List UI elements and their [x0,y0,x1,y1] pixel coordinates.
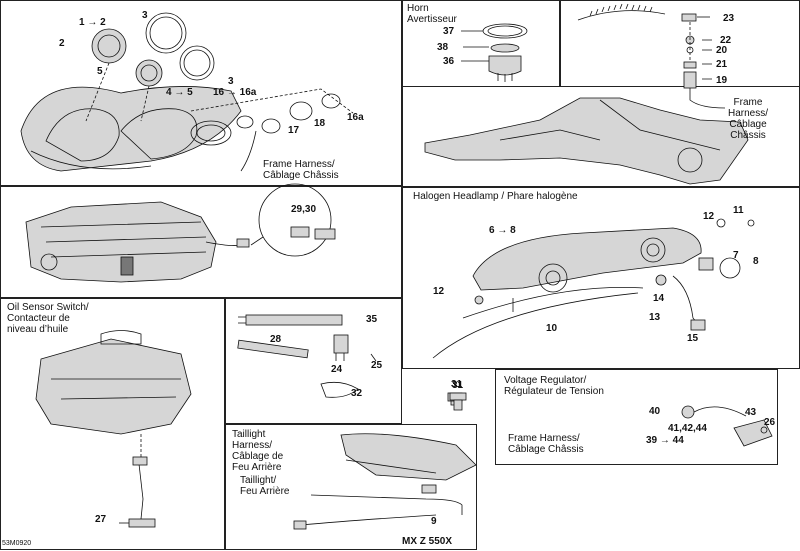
callout: 15 [687,333,699,344]
callout: 7 [733,250,739,261]
callout: 10 [546,323,558,334]
callout: 3 [228,76,234,87]
callout: 26 [764,417,776,428]
frame-harness-label: Frame Harness/ Câblage Châssis [728,97,769,141]
voltage-drawing [681,405,773,447]
callout: 28 [270,334,282,345]
callout: 41,42,44 [668,423,707,434]
panel-engine: 29,30 [0,183,402,298]
panel-headlamp: Halogen Headlamp / Phare halogène 6 → 8 … [402,187,800,369]
callout: 40 [649,406,661,417]
taillight-title: Taillight Harness/ Câblage de Feu Arrièr… [232,429,284,473]
headlamp-drawing [432,218,755,359]
oil-drawing [35,330,192,528]
footer-code: 53M0920 [2,540,32,547]
callout: 43 [745,407,757,418]
callout: 24 [331,364,343,375]
callout: 39 → 44 [646,435,684,446]
panel-parts: 35 28 24 25 32 31 [225,298,463,424]
callout: 32 [351,388,363,399]
engine-drawing [25,183,336,283]
panel-horn: Horn Avertisseur 37 38 36 [402,0,560,87]
callout: 9 [431,516,437,527]
frame-harness-label: Frame Harness/ Câblage Châssis [263,159,339,181]
callout: 2 [59,38,65,49]
callout: 12 [703,211,715,222]
callout: 35 [366,314,378,325]
callout: 1 → 2 [79,17,106,28]
taillight-drawing [293,433,477,530]
panel-taillight: Taillight Harness/ Câblage de Feu Arrièr… [225,424,477,550]
callout: 14 [653,293,665,304]
voltage-harness-label: Frame Harness/ Câblage Châssis [508,433,584,455]
callout: 27 [95,514,107,525]
horn-drawing [461,23,528,82]
panel-frame [560,0,800,87]
callout: 25 [371,360,383,371]
panel-voltage: Voltage Regulator/ Régulateur de Tension… [495,369,778,465]
callout: 16 → 16a [213,87,257,98]
callout: 29,30 [291,204,317,215]
callout: 4 → 5 [166,87,193,98]
callout: 18 [314,118,326,129]
callout: 3 [142,10,148,21]
model-label: MX Z 550X [402,536,453,547]
panel-gauges: 1 → 2 2 3 5 4 → 5 3 16 → 16a 17 18 16a F… [0,0,402,186]
callout: 19 [716,75,728,86]
callout: 17 [288,125,300,136]
callout: 38 [437,42,449,53]
voltage-title: Voltage Regulator/ Régulateur de Tension [504,375,604,397]
callout: 23 [723,13,735,24]
callout: 13 [649,312,661,323]
callout: 5 [97,66,103,77]
callout: 22 [720,35,732,46]
callout: 37 [443,26,455,37]
callout: 16a [347,112,364,123]
callout: 36 [443,56,455,67]
panel-oil: Oil Sensor Switch/ Contacteur de niveau … [0,298,225,550]
callout: 31 [451,379,463,390]
horn-title: Horn Avertisseur [407,3,457,25]
callout: 12 [433,286,445,297]
headlamp-title: Halogen Headlamp / Phare halogène [413,191,578,202]
callout: 31 [452,380,464,391]
taillight-sub-label: Taillight/ Feu Arrière [240,475,290,497]
callout: 21 [716,59,728,70]
callout: 8 [753,256,759,267]
oil-title: Oil Sensor Switch/ Contacteur de niveau … [7,302,89,335]
callout: 11 [733,205,744,216]
gauges-drawing [20,12,354,172]
frame-drawing [424,3,749,185]
callout: 20 [716,45,728,56]
callout: 6 → 8 [489,225,516,236]
